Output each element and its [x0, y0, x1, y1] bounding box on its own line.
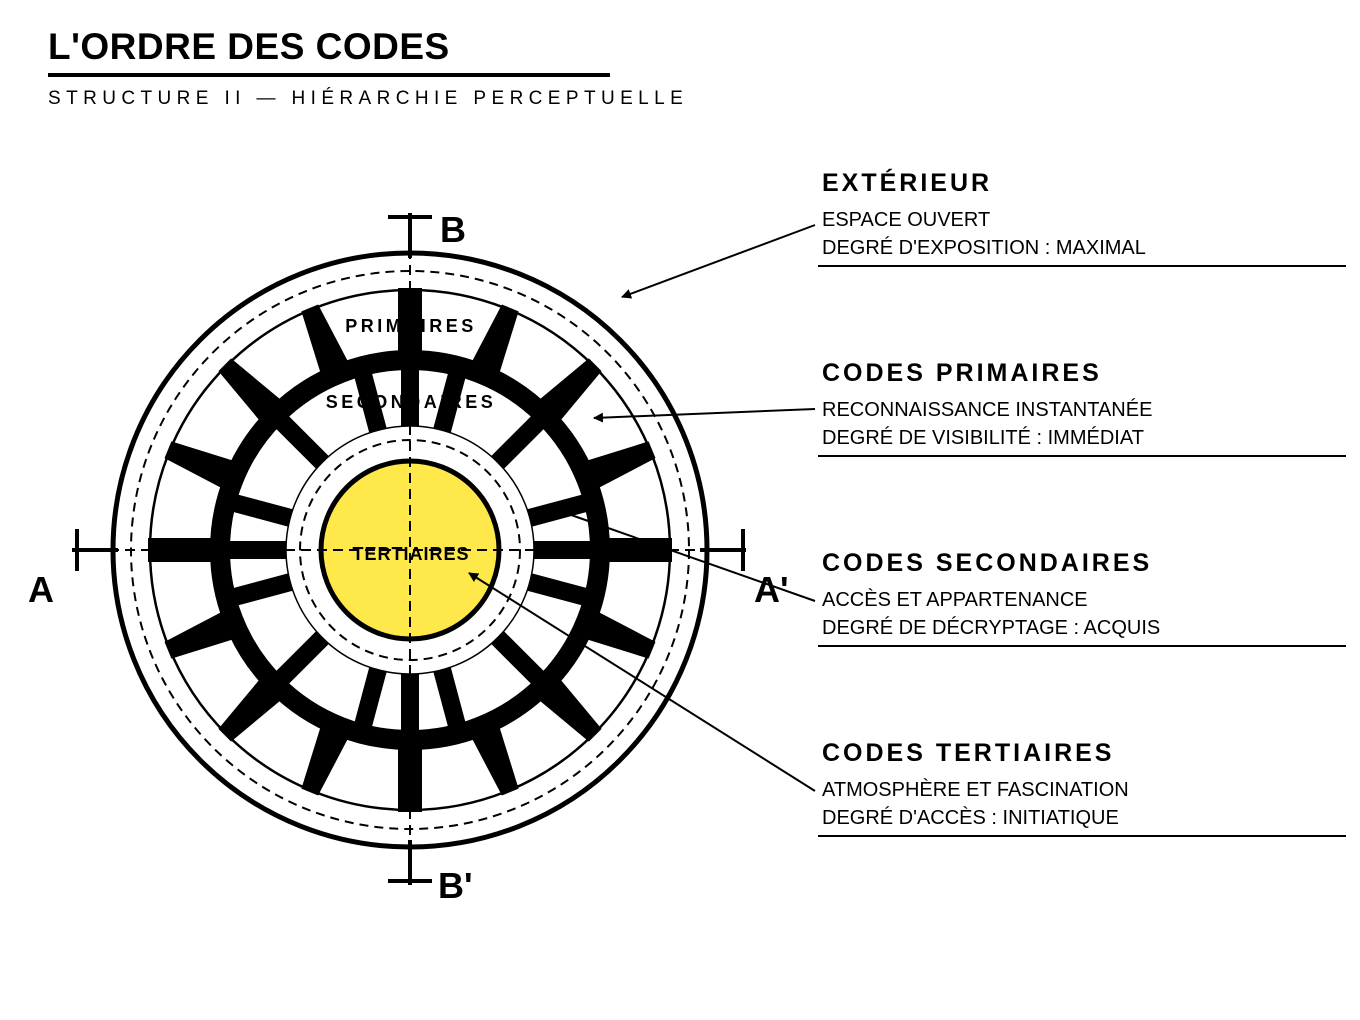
legend-primary-line1: RECONNAISSANCE INSTANTANÉE: [822, 399, 1153, 421]
secondary-ring-segment-bar: [351, 360, 388, 435]
primary-ring-segment-bar: [301, 725, 349, 796]
legend-primary-line2: DEGRÉ DE VISIBILITÉ : IMMÉDIAT: [822, 427, 1144, 449]
legend-secondary: CODES SECONDAIRES ACCÈS ET APPARTENANCE …: [822, 551, 1347, 642]
callout-arrow-primary: [593, 408, 816, 423]
page-title: L'ORDRE DES CODES: [48, 26, 450, 67]
primary-ring-segment-bar: [471, 725, 519, 796]
ring-label-primary: PRIMAIRES: [345, 316, 477, 336]
secondary-ring-segment-bar: [489, 629, 554, 694]
legend-tertiary-rule: [818, 835, 1346, 837]
legend-primary-title: CODES PRIMAIRES: [822, 359, 1102, 387]
axis-label-b-prime: B': [438, 865, 473, 906]
ring-label-tertiary: TERTIAIRES: [352, 544, 469, 564]
primary-ring-segment-bar: [164, 611, 235, 659]
legend-exterior-rule: [818, 265, 1346, 267]
callout-arrow-tertiary: [468, 572, 816, 792]
axis-label-a: A: [28, 569, 54, 610]
legend-primary: CODES PRIMAIRES RECONNAISSANCE INSTANTAN…: [822, 361, 1347, 452]
secondary-ring-segment-bar: [525, 572, 600, 609]
legend-secondary-title: CODES SECONDAIRES: [822, 549, 1153, 577]
secondary-ring-segment-bar: [220, 491, 295, 528]
primary-ring-segment-bar: [538, 358, 602, 422]
secondary-ring-segment-bar: [351, 665, 388, 740]
legend-tertiary-line1: ATMOSPHÈRE ET FASCINATION: [822, 779, 1129, 801]
title-underline: [48, 73, 610, 77]
callout-arrow-secondary: [556, 508, 816, 602]
secondary-ring-segment-bar: [489, 406, 554, 471]
legend-primary-rule: [818, 455, 1346, 457]
secondary-ring-segment-bar: [220, 572, 295, 609]
legend-exterior: EXTÉRIEUR ESPACE OUVERT DEGRÉ D'EXPOSITI…: [822, 171, 1347, 262]
primary-ring-segment-bar: [585, 441, 656, 489]
primary-ring-segment-bar: [164, 441, 235, 489]
primary-ring-segment-bar: [471, 304, 519, 375]
ring-label-secondary: SECONDAIRES: [326, 392, 497, 412]
tertiary-dashed-ring: [299, 439, 521, 661]
legend-exterior-title: EXTÉRIEUR: [822, 169, 993, 197]
callout-arrow-exterior: [621, 224, 816, 299]
secondary-ring-axis-bar: [532, 541, 604, 559]
secondary-ring-axis-bar: [216, 541, 288, 559]
legend-secondary-rule: [818, 645, 1346, 647]
secondary-ring-segment-bar: [432, 360, 469, 435]
legend-secondary-line1: ACCÈS ET APPARTENANCE: [822, 589, 1088, 611]
secondary-ring-axis-bar: [401, 356, 419, 428]
page-subtitle: STRUCTURE II — HIÉRARCHIE PERCEPTUELLE: [48, 88, 689, 109]
primary-ring-segment-bar: [585, 611, 656, 659]
primary-ring-segment-bar: [301, 304, 349, 375]
legend-tertiary-line2: DEGRÉ D'ACCÈS : INITIATIQUE: [822, 807, 1119, 829]
secondary-ring-segment-bar: [266, 629, 331, 694]
secondary-ring-axis-bar: [401, 672, 419, 744]
legend-tertiary-title: CODES TERTIAIRES: [822, 739, 1115, 767]
secondary-ring-segment-bar: [432, 665, 469, 740]
secondary-ring-segments: [216, 356, 604, 744]
legend-exterior-line1: ESPACE OUVERT: [822, 209, 991, 231]
legend-tertiary: CODES TERTIAIRES ATMOSPHÈRE ET FASCINATI…: [822, 741, 1347, 832]
primary-ring-segment-bar: [538, 678, 602, 742]
primary-ring-segment-bar: [218, 358, 282, 422]
legend-secondary-line2: DEGRÉ DE DÉCRYPTAGE : ACQUIS: [822, 617, 1161, 639]
primary-ring-segment-bar: [218, 678, 282, 742]
secondary-ring-segment-bar: [266, 406, 331, 471]
axis-label-b: B: [440, 209, 466, 250]
legend-exterior-line2: DEGRÉ D'EXPOSITION : MAXIMAL: [822, 237, 1146, 259]
